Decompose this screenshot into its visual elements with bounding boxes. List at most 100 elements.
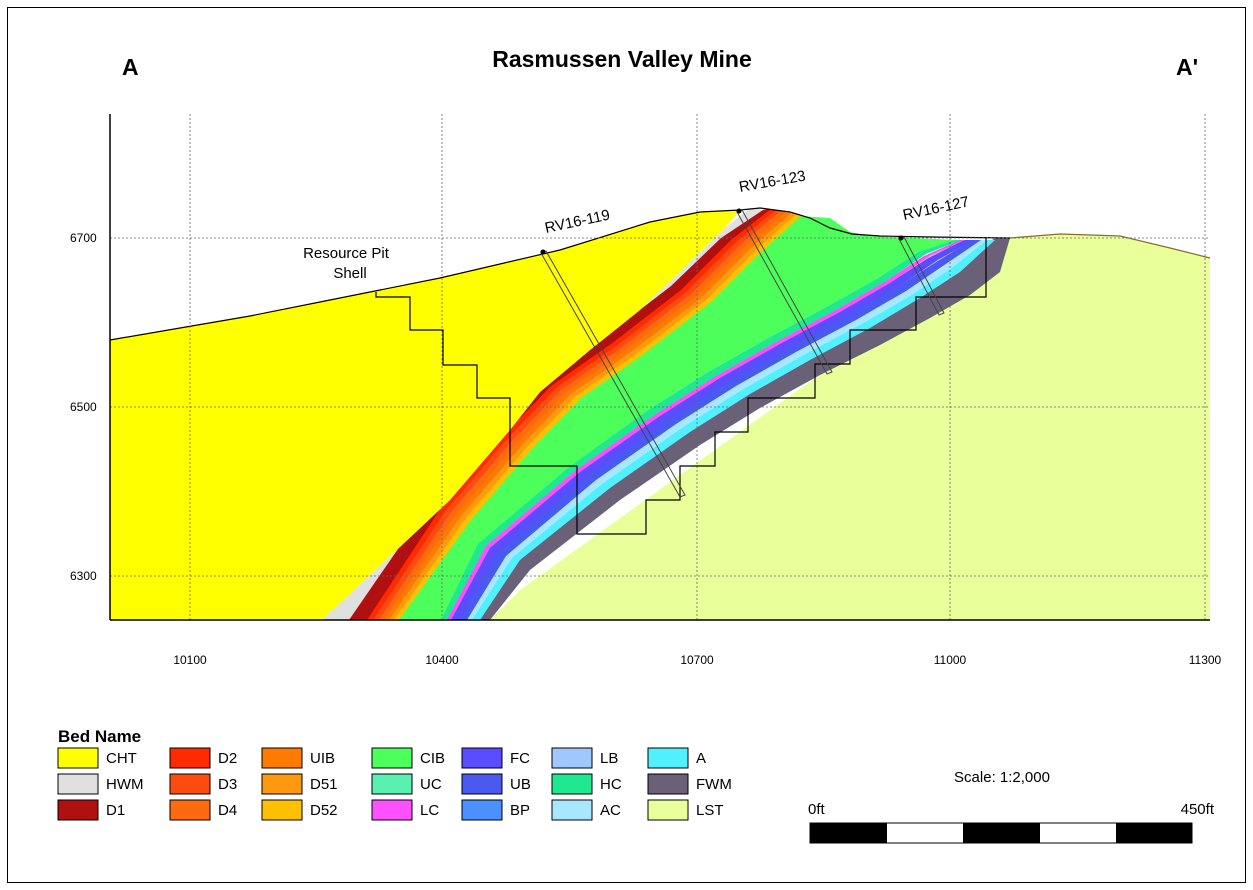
legend-label: D4 bbox=[218, 802, 237, 819]
figure-frame bbox=[7, 7, 1246, 883]
legend-label: CIB bbox=[420, 750, 445, 767]
legend-label: LC bbox=[420, 802, 439, 819]
pit-label-line2: Shell bbox=[333, 265, 366, 282]
x-tick-label: 11000 bbox=[934, 653, 967, 667]
legend-item-bp: BP bbox=[461, 799, 530, 821]
legend-label: FC bbox=[510, 750, 530, 767]
legend-title: Bed Name bbox=[58, 727, 141, 746]
legend-label: UIB bbox=[310, 750, 335, 767]
legend-item-uib: UIB bbox=[261, 747, 335, 769]
legend-swatch bbox=[647, 799, 689, 821]
x-tick-label: 10700 bbox=[680, 653, 714, 667]
legend-item-lst: LST bbox=[647, 799, 724, 821]
legend-label: AC bbox=[600, 802, 621, 819]
section-end-label: A' bbox=[1176, 54, 1198, 80]
legend-swatch bbox=[169, 799, 211, 821]
legend-swatch bbox=[57, 747, 99, 769]
y-tick-label: 6500 bbox=[70, 400, 97, 414]
legend-item-d3: D3 bbox=[169, 773, 237, 795]
x-tick-label: 10100 bbox=[173, 653, 207, 667]
y-tick-label: 6700 bbox=[70, 231, 97, 245]
legend-label: LST bbox=[696, 802, 724, 819]
legend-item-lc: LC bbox=[371, 799, 439, 821]
legend-item-cht: CHT bbox=[57, 747, 137, 769]
legend-swatch bbox=[261, 747, 303, 769]
legend-swatch bbox=[371, 799, 413, 821]
topography-line bbox=[109, 207, 1011, 341]
legend-item-d51: D51 bbox=[261, 773, 338, 795]
legend-swatch bbox=[169, 773, 211, 795]
legend-item-hwm: HWM bbox=[57, 773, 144, 795]
legend-item-ac: AC bbox=[551, 799, 621, 821]
legend-label: D2 bbox=[218, 750, 237, 767]
legend-swatch bbox=[551, 747, 593, 769]
legend-label: UB bbox=[510, 776, 531, 793]
legend-item-d2: D2 bbox=[169, 747, 237, 769]
legend-swatch bbox=[461, 773, 503, 795]
legend-label: HC bbox=[600, 776, 622, 793]
scale-label: Scale: 1:2,000 bbox=[954, 769, 1050, 786]
scale-right-label: 450ft bbox=[1181, 801, 1215, 818]
scale-left-label: 0ft bbox=[808, 801, 826, 818]
y-tick-label: 6300 bbox=[70, 569, 97, 583]
legend-item-cib: CIB bbox=[371, 747, 445, 769]
legend-swatch bbox=[551, 799, 593, 821]
legend-swatch bbox=[169, 747, 211, 769]
legend-item-d1: D1 bbox=[57, 799, 125, 821]
legend-label: D52 bbox=[310, 802, 338, 819]
grid-lines bbox=[110, 114, 1210, 620]
figure-title: Rasmussen Valley Mine bbox=[492, 46, 752, 72]
legend-swatch bbox=[647, 773, 689, 795]
legend-item-fwm: FWM bbox=[647, 773, 732, 795]
legend-label: LB bbox=[600, 750, 618, 767]
legend-item-a: A bbox=[647, 747, 706, 769]
bed-d1 bbox=[348, 209, 771, 620]
legend-label: A bbox=[696, 750, 706, 767]
legend-item-hc: HC bbox=[551, 773, 622, 795]
legend-label: CHT bbox=[106, 750, 137, 767]
legend-swatch bbox=[57, 773, 99, 795]
legend-swatch bbox=[461, 799, 503, 821]
drillhole-label: RV16-127 bbox=[901, 193, 970, 224]
bed-lst bbox=[490, 234, 1210, 620]
scale-bar-segment bbox=[1116, 823, 1192, 843]
bed-hwm bbox=[322, 208, 763, 620]
legend-swatch bbox=[261, 773, 303, 795]
legend-label: UC bbox=[420, 776, 442, 793]
bed-fwm bbox=[475, 238, 1010, 620]
legend-label: FWM bbox=[696, 776, 732, 793]
legend-item-fc: FC bbox=[461, 747, 530, 769]
resource-pit-shell bbox=[375, 238, 987, 535]
legend-label: D51 bbox=[310, 776, 338, 793]
legend-item-lb: LB bbox=[551, 747, 618, 769]
pit-label-line1: Resource Pit bbox=[303, 245, 390, 262]
x-tick-label: 10400 bbox=[425, 653, 459, 667]
scale-bar: Scale: 1:2,000 0ft 450ft bbox=[808, 769, 1215, 844]
geology-section bbox=[109, 207, 1211, 620]
legend-swatch bbox=[371, 747, 413, 769]
legend-swatch bbox=[647, 747, 689, 769]
legend-item-d4: D4 bbox=[169, 799, 237, 821]
legend-label: D3 bbox=[218, 776, 237, 793]
drillhole-label: RV16-119 bbox=[543, 207, 611, 237]
legend-swatch bbox=[57, 799, 99, 821]
x-tick-label: 11300 bbox=[1189, 653, 1222, 667]
legend-label: D1 bbox=[106, 802, 125, 819]
legend-item-uc: UC bbox=[371, 773, 442, 795]
legend-item-d52: D52 bbox=[261, 799, 338, 821]
legend-label: HWM bbox=[106, 776, 144, 793]
legend-swatch bbox=[551, 773, 593, 795]
legend-swatch bbox=[461, 747, 503, 769]
legend-label: BP bbox=[510, 802, 530, 819]
legend-swatch bbox=[371, 773, 413, 795]
legend-swatch bbox=[261, 799, 303, 821]
bed-ac bbox=[466, 240, 987, 620]
section-start-label: A bbox=[122, 54, 139, 80]
scale-bar-segment bbox=[963, 823, 1040, 843]
drillhole-label: RV16-123 bbox=[738, 168, 807, 196]
legend-item-ub: UB bbox=[461, 773, 531, 795]
scale-bar-segment bbox=[810, 823, 887, 843]
bed-cib bbox=[398, 216, 955, 620]
